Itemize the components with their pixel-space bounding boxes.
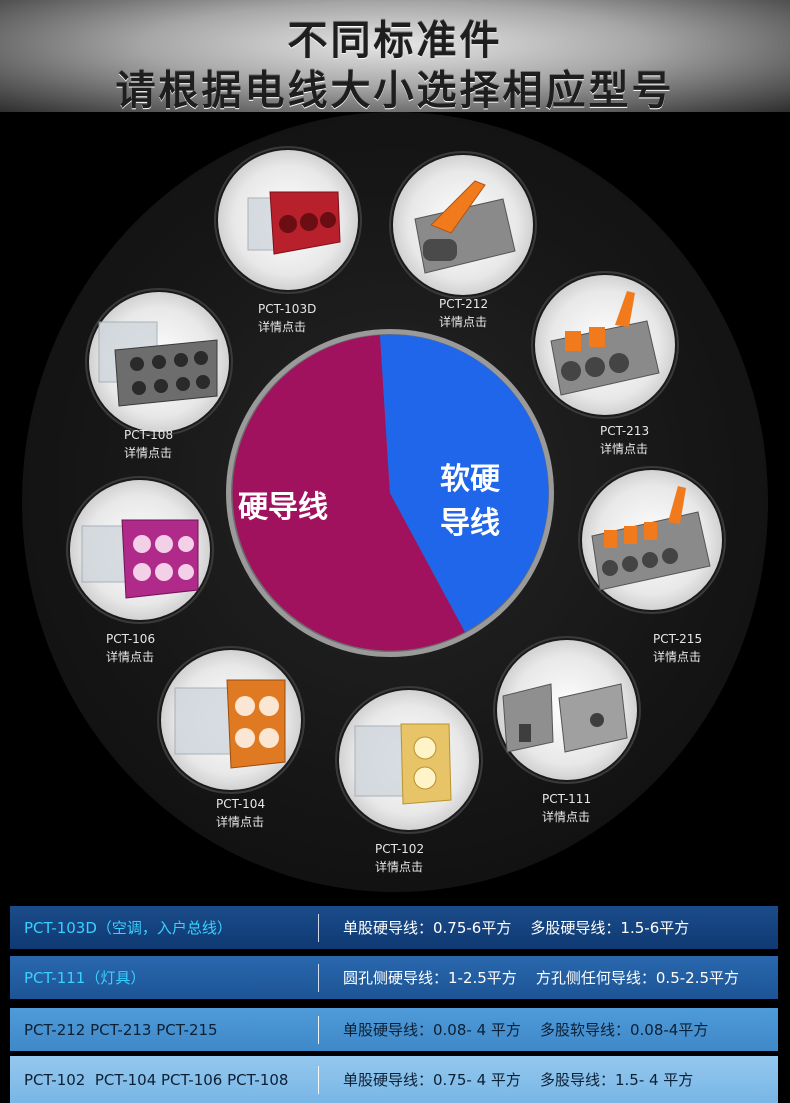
header-banner: 不同标准件 请根据电线大小选择相应型号 (0, 0, 790, 114)
caption-pct-213[interactable]: PCT-213 详情点击 (600, 422, 649, 458)
row-divider (318, 1015, 319, 1044)
product-pct-215-image[interactable] (582, 470, 722, 610)
product-pct-111-image[interactable] (497, 640, 637, 780)
detail-link[interactable]: 详情点击 (106, 650, 155, 664)
pie-label-soft-line2: 导线 (440, 506, 500, 541)
row-divider (318, 1065, 319, 1094)
header-subtitle: 请根据电线大小选择相应型号 (115, 68, 675, 114)
connector-pct-108-icon (98, 321, 218, 407)
detail-link[interactable]: 详情点击 (375, 860, 424, 874)
spec-row: PCT-111（灯具） 圆孔侧硬导线：1-2.5平方 方孔侧任何导线：0.5-2… (10, 956, 778, 999)
caption-pct-102[interactable]: PCT-102 详情点击 (375, 840, 424, 876)
product-pct-103d-image[interactable] (218, 150, 358, 290)
model-name: PCT-108 (124, 428, 174, 442)
caption-pct-103d[interactable]: PCT-103D 详情点击 (258, 300, 316, 336)
caption-pct-215[interactable]: PCT-215 详情点击 (653, 630, 702, 666)
connector-pct-103d-icon (247, 191, 341, 255)
product-pct-106-image[interactable] (70, 480, 210, 620)
spec-row: PCT-212 PCT-213 PCT-215 单股硬导线：0.08- 4 平方… (10, 1008, 778, 1051)
detail-link[interactable]: 详情点击 (439, 315, 488, 329)
spec-row: PCT-103D（空调，入户总线） 单股硬导线：0.75-6平方 多股硬导线：1… (10, 906, 778, 949)
spec-row-wire-range: 单股硬导线：0.75- 4 平方 多股导线：1.5- 4 平方 (343, 1071, 694, 1089)
detail-link[interactable]: 详情点击 (216, 815, 265, 829)
spec-row-wire-range: 单股硬导线：0.08- 4 平方 多股软导线：0.08-4平方 (343, 1021, 709, 1039)
model-name: PCT-103D (258, 302, 317, 316)
spec-row-models: PCT-212 PCT-213 PCT-215 (24, 1020, 218, 1039)
spec-row: PCT-102 PCT-104 PCT-106 PCT-108 单股硬导线：0.… (10, 1056, 778, 1103)
connector-pct-106-icon (81, 519, 199, 599)
model-name: PCT-102 (375, 842, 425, 856)
spec-row-wire-range: 圆孔侧硬导线：1-2.5平方 方孔侧任何导线：0.5-2.5平方 (343, 969, 740, 987)
detail-link[interactable]: 详情点击 (124, 446, 173, 460)
detail-link[interactable]: 详情点击 (600, 442, 649, 456)
product-pct-102-image[interactable] (339, 690, 479, 830)
connector-pct-215-icon (591, 486, 711, 591)
pie-slice-hard-wire[interactable] (232, 335, 465, 651)
spec-row-wire-range: 单股硬导线：0.75-6平方 多股硬导线：1.5-6平方 (343, 919, 690, 937)
model-name: PCT-213 (600, 424, 650, 438)
model-name: PCT-106 (106, 632, 156, 646)
model-name: PCT-212 (439, 297, 489, 311)
detail-link[interactable]: 详情点击 (653, 650, 702, 664)
product-pct-108-image[interactable] (89, 292, 229, 432)
connector-pct-111-icon (502, 683, 628, 753)
wire-type-pie (226, 329, 554, 657)
connector-pct-212-icon (414, 180, 516, 274)
caption-pct-106[interactable]: PCT-106 详情点击 (106, 630, 155, 666)
pie-label-soft-line1: 软硬 (440, 462, 500, 497)
header-title: 不同标准件 (287, 18, 503, 64)
model-name: PCT-104 (216, 797, 266, 811)
product-pct-213-image[interactable] (535, 275, 675, 415)
product-wheel: 硬导线 软硬 导线 PCT-103D 详情点击 PCT-212 详情点击 (0, 112, 790, 902)
spec-row-models: PCT-111（灯具） (24, 969, 146, 987)
caption-pct-111[interactable]: PCT-111 详情点击 (542, 790, 591, 826)
pie-slice-soft-hard-wire[interactable] (380, 334, 549, 632)
detail-link[interactable]: 详情点击 (542, 810, 591, 824)
connector-pct-213-icon (550, 291, 660, 396)
product-pct-212-image[interactable] (393, 155, 533, 295)
spec-row-models: PCT-103D（空调，入户总线） (24, 919, 232, 937)
pie-label-soft-wire: 软硬 导线 (420, 458, 520, 546)
caption-pct-104[interactable]: PCT-104 详情点击 (216, 795, 265, 831)
detail-link[interactable]: 详情点击 (258, 320, 307, 334)
model-name: PCT-215 (653, 632, 703, 646)
caption-pct-212[interactable]: PCT-212 详情点击 (439, 295, 488, 331)
row-divider (318, 913, 319, 942)
connector-pct-102-icon (354, 723, 452, 805)
pie-label-hard-wire: 硬导线 (238, 490, 328, 525)
caption-pct-108[interactable]: PCT-108 详情点击 (124, 426, 173, 462)
product-pct-104-image[interactable] (161, 650, 301, 790)
connector-pct-104-icon (174, 679, 286, 769)
model-name: PCT-111 (542, 792, 592, 806)
row-divider (318, 963, 319, 992)
spec-row-models: PCT-102 PCT-104 PCT-106 PCT-108 (24, 1070, 289, 1089)
